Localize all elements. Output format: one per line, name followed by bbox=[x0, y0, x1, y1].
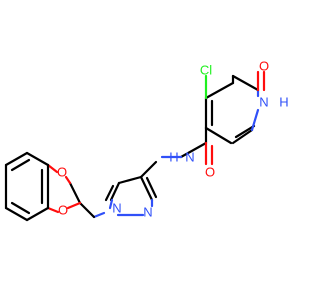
dioxane-oxygen-bottom-label: O bbox=[58, 203, 68, 218]
bond bbox=[104, 184, 115, 202]
chemical-structure-diagram: Cl O N H H N O N N O O bbox=[4, 59, 289, 222]
bond bbox=[25, 151, 50, 167]
bond bbox=[66, 201, 82, 210]
bond bbox=[139, 175, 154, 202]
amide-hydrogen-label: H bbox=[169, 150, 178, 165]
bond bbox=[145, 176, 158, 199]
bond bbox=[4, 206, 29, 222]
bond bbox=[46, 206, 60, 214]
amide-nitrogen-label: N bbox=[185, 150, 194, 165]
n-ch2-bond bbox=[92, 211, 106, 219]
benzene-ring bbox=[4, 151, 50, 222]
bond bbox=[179, 141, 208, 159]
pyridone-ring bbox=[204, 74, 260, 145]
bond bbox=[64, 175, 72, 185]
bond bbox=[231, 74, 260, 92]
pyridone-nitrogen-label: N bbox=[259, 95, 268, 110]
amide-oxygen-label: O bbox=[205, 165, 215, 180]
bond bbox=[231, 128, 254, 145]
bond bbox=[204, 81, 235, 100]
bond bbox=[10, 158, 31, 172]
bond bbox=[234, 124, 256, 139]
dioxane-ring bbox=[46, 163, 82, 214]
bond bbox=[10, 201, 31, 215]
pyridone-oxygen-label: O bbox=[259, 59, 269, 74]
molecule-drawing: Cl O N H H N O N N O O bbox=[4, 59, 289, 222]
bond bbox=[4, 151, 29, 167]
pyridone-hydrogen-label: H bbox=[279, 95, 288, 110]
bond bbox=[250, 108, 260, 132]
bond bbox=[25, 206, 50, 222]
ch2-bond bbox=[78, 201, 96, 219]
bond bbox=[109, 181, 121, 202]
bond bbox=[139, 160, 158, 179]
bond bbox=[46, 163, 59, 174]
pyrazole-n2-label: N bbox=[143, 205, 152, 220]
bond bbox=[204, 126, 233, 145]
bond bbox=[108, 198, 114, 210]
chlorine-label: Cl bbox=[200, 63, 212, 78]
pyrazole-ring bbox=[104, 160, 158, 217]
bond bbox=[68, 181, 82, 205]
dioxane-oxygen-top-label: O bbox=[57, 165, 67, 180]
bond bbox=[117, 175, 143, 185]
pyrazole-n1-label: N bbox=[112, 201, 121, 216]
